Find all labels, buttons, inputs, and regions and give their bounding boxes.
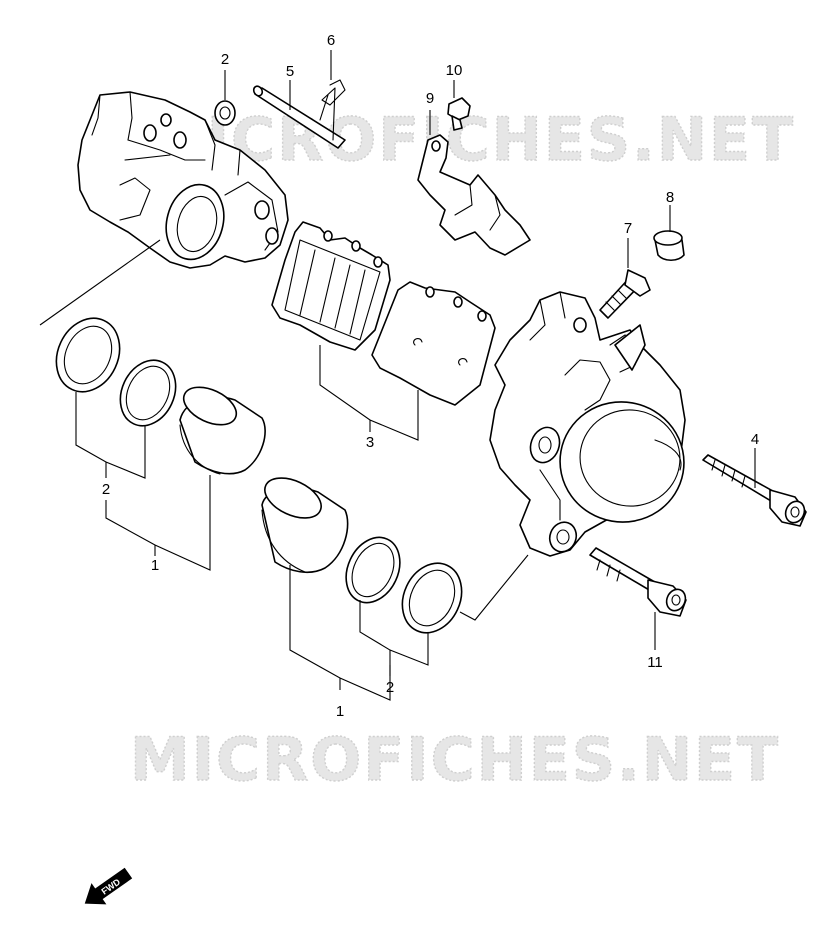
part-4-mounting-bolt <box>702 448 807 527</box>
part-2-seal-right-outer <box>401 562 463 634</box>
callout-label-2-left: 2 <box>102 481 110 498</box>
right-caliper-body <box>489 291 686 557</box>
right-parts-leaders <box>289 554 529 701</box>
watermark-bottom: MICROFICHES.NET <box>130 725 780 795</box>
part-11-mounting-bolt <box>589 547 687 650</box>
part-8-bleeder-cap <box>653 205 685 262</box>
callout-label-6: 6 <box>327 32 335 49</box>
callout-label-1-left: 1 <box>151 557 159 574</box>
callout-label-8: 8 <box>666 189 674 206</box>
part-7-bleeder-valve <box>599 238 651 319</box>
callout-label-5: 5 <box>286 63 294 80</box>
part-2-seal-left-outer <box>55 317 121 393</box>
part-3-leader <box>319 345 419 441</box>
part-3-brake-pad-left <box>271 221 391 351</box>
part-10-screw <box>447 80 471 131</box>
part-5-pad-pin <box>252 80 346 149</box>
part-6-clip <box>319 50 346 141</box>
callout-label-11: 11 <box>647 654 663 671</box>
callout-label-9: 9 <box>426 90 434 107</box>
left-caliper-body <box>77 91 289 269</box>
callout-label-4: 4 <box>751 431 759 448</box>
callout-label-1-right: 1 <box>336 703 344 720</box>
part-1-piston-left <box>179 386 266 475</box>
part-2-seal-left-inner <box>119 359 177 427</box>
part-3-brake-pad-right <box>371 281 496 406</box>
part-1-piston-right <box>261 477 349 574</box>
left-parts-leaders <box>39 239 211 571</box>
part-9-pad-spring <box>417 110 531 256</box>
part-2-seal-top <box>214 70 236 126</box>
callout-label-7: 7 <box>624 220 632 237</box>
callout-label-2-right: 2 <box>386 679 394 696</box>
callout-label-10: 10 <box>446 62 463 79</box>
callout-label-3: 3 <box>366 434 374 451</box>
part-2-seal-right-inner <box>345 536 401 604</box>
forward-arrow-icon: FWD <box>84 867 133 905</box>
callout-label-2-top: 2 <box>221 51 229 68</box>
